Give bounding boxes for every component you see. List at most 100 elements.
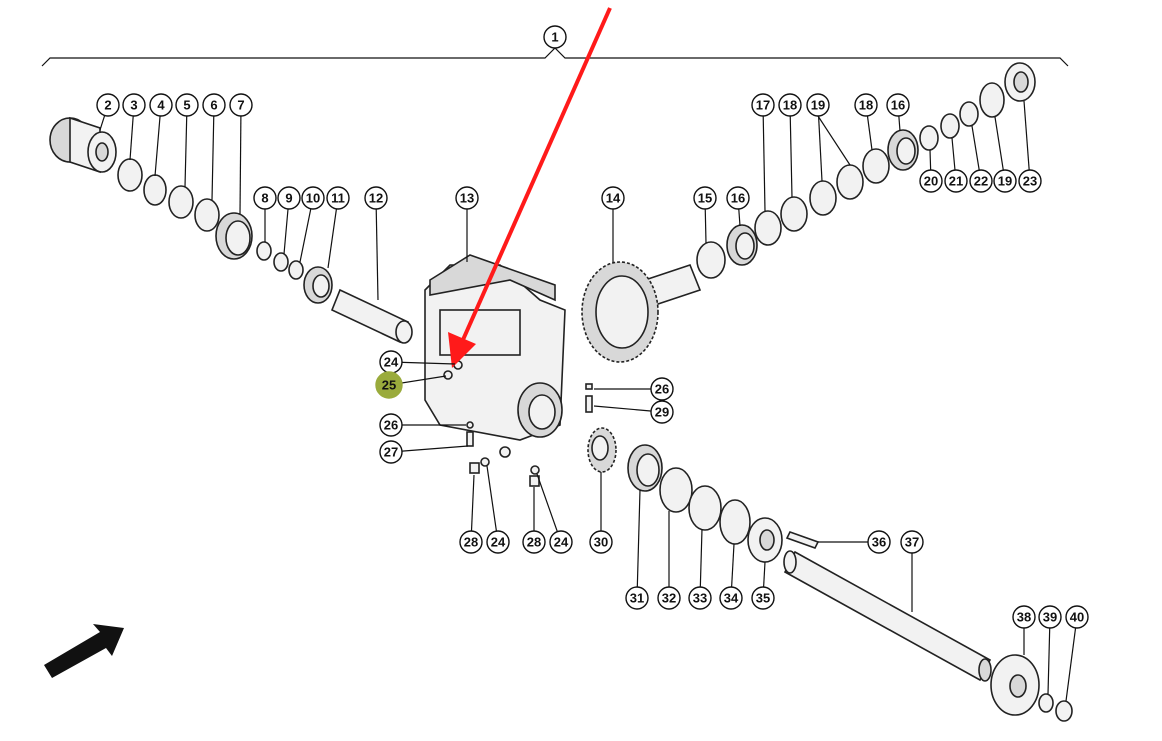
- callout-26[interactable]: 26: [379, 413, 403, 437]
- callout-label: 19: [811, 98, 825, 113]
- callout-label: 26: [384, 418, 398, 433]
- callout-circle: [993, 169, 1017, 193]
- callout-5[interactable]: 5: [175, 93, 199, 117]
- callout-circle: [625, 586, 649, 610]
- callout-28[interactable]: 28: [459, 530, 483, 554]
- callout-10[interactable]: 10: [301, 186, 325, 210]
- callout-2[interactable]: 2: [96, 93, 120, 117]
- callout-8[interactable]: 8: [253, 186, 277, 210]
- callout-31[interactable]: 31: [625, 586, 649, 610]
- part-key-36: [785, 531, 820, 549]
- assembly-bracket: [41, 47, 1069, 67]
- callout-circle: [726, 186, 750, 210]
- callout-label: 39: [1043, 610, 1057, 625]
- callout-29[interactable]: 29: [650, 400, 674, 424]
- callout-label: 23: [1023, 174, 1037, 189]
- callout-circle: [900, 530, 924, 554]
- part-shim-23: [1004, 62, 1036, 102]
- part-bearing-11: [303, 266, 333, 304]
- callout-6[interactable]: 6: [202, 93, 226, 117]
- leader-line: [536, 473, 562, 543]
- callout-35[interactable]: 35: [751, 586, 775, 610]
- callout-circle: [379, 413, 403, 437]
- callout-15[interactable]: 15: [693, 186, 717, 210]
- callout-37[interactable]: 37: [900, 530, 924, 554]
- callout-20[interactable]: 20: [919, 169, 943, 193]
- callout-16[interactable]: 16: [886, 93, 910, 117]
- callout-circle: [693, 186, 717, 210]
- callout-label: 10: [306, 191, 320, 206]
- callout-19[interactable]: 19: [993, 169, 1017, 193]
- callout-24[interactable]: 24: [379, 350, 403, 374]
- callout-label: 36: [872, 535, 886, 550]
- callout-circle: [944, 169, 968, 193]
- callout-4[interactable]: 4: [149, 93, 173, 117]
- callout-39[interactable]: 39: [1038, 605, 1062, 629]
- callout-18[interactable]: 18: [778, 93, 802, 117]
- callout-label: 2: [104, 98, 111, 113]
- part-sleeve-12: [330, 288, 413, 344]
- callout-label: 12: [369, 191, 383, 206]
- callout-17[interactable]: 17: [751, 93, 775, 117]
- callout-30[interactable]: 30: [589, 530, 613, 554]
- callout-circle: [1012, 605, 1036, 629]
- callout-11[interactable]: 11: [326, 186, 350, 210]
- callout-circle: [688, 586, 712, 610]
- callout-label: 19: [998, 174, 1012, 189]
- direction-arrow: [44, 624, 124, 678]
- callout-26[interactable]: 26: [650, 377, 674, 401]
- callout-12[interactable]: 12: [364, 186, 388, 210]
- callout-14[interactable]: 14: [601, 186, 625, 210]
- part-ring-40: [1055, 700, 1073, 722]
- callout-25[interactable]: 25: [375, 371, 403, 399]
- callout-label: 16: [891, 98, 905, 113]
- callout-23[interactable]: 23: [1018, 169, 1042, 193]
- callout-32[interactable]: 32: [657, 586, 681, 610]
- callout-label: 1: [551, 30, 558, 45]
- callout-27[interactable]: 27: [379, 440, 403, 464]
- callout-label: 24: [491, 535, 506, 550]
- callout-36[interactable]: 36: [867, 530, 891, 554]
- callout-22[interactable]: 22: [969, 169, 993, 193]
- callout-13[interactable]: 13: [455, 186, 479, 210]
- callout-24[interactable]: 24: [486, 530, 510, 554]
- callout-circle: [886, 93, 910, 117]
- part-bevel-gear-14: [581, 261, 702, 363]
- callout-3[interactable]: 3: [122, 93, 146, 117]
- callout-circle: [122, 93, 146, 117]
- callout-label: 38: [1017, 610, 1031, 625]
- callout-9[interactable]: 9: [277, 186, 301, 210]
- callout-34[interactable]: 34: [719, 586, 743, 610]
- callout-7[interactable]: 7: [229, 93, 253, 117]
- callout-label: 30: [594, 535, 608, 550]
- part-ring-9: [273, 252, 289, 272]
- callout-18[interactable]: 18: [854, 93, 878, 117]
- callout-label: 13: [460, 191, 474, 206]
- leader-line: [486, 465, 499, 543]
- leader-line: [239, 104, 242, 215]
- leader-line: [817, 115, 851, 166]
- part-ring-20: [919, 125, 939, 151]
- callout-16[interactable]: 16: [726, 186, 750, 210]
- callout-38[interactable]: 38: [1012, 605, 1036, 629]
- callout-circle: [301, 186, 325, 210]
- callout-label: 18: [783, 98, 797, 113]
- callout-21[interactable]: 21: [944, 169, 968, 193]
- callout-circle: [751, 93, 775, 117]
- callout-24[interactable]: 24: [549, 530, 573, 554]
- callout-circle: [1038, 605, 1062, 629]
- leader-line: [789, 104, 793, 198]
- callout-label: 27: [384, 445, 398, 460]
- callout-28[interactable]: 28: [522, 530, 546, 554]
- callout-circle: [149, 93, 173, 117]
- callout-circle: [277, 186, 301, 210]
- callout-circle: [969, 169, 993, 193]
- callout-40[interactable]: 40: [1065, 605, 1089, 629]
- callout-33[interactable]: 33: [688, 586, 712, 610]
- callout-label: 6: [210, 98, 217, 113]
- part-shaft-37: [783, 550, 992, 682]
- callout-circle: [919, 169, 943, 193]
- callout-19[interactable]: 19: [806, 93, 830, 117]
- callout-assembly[interactable]: 1: [543, 25, 567, 49]
